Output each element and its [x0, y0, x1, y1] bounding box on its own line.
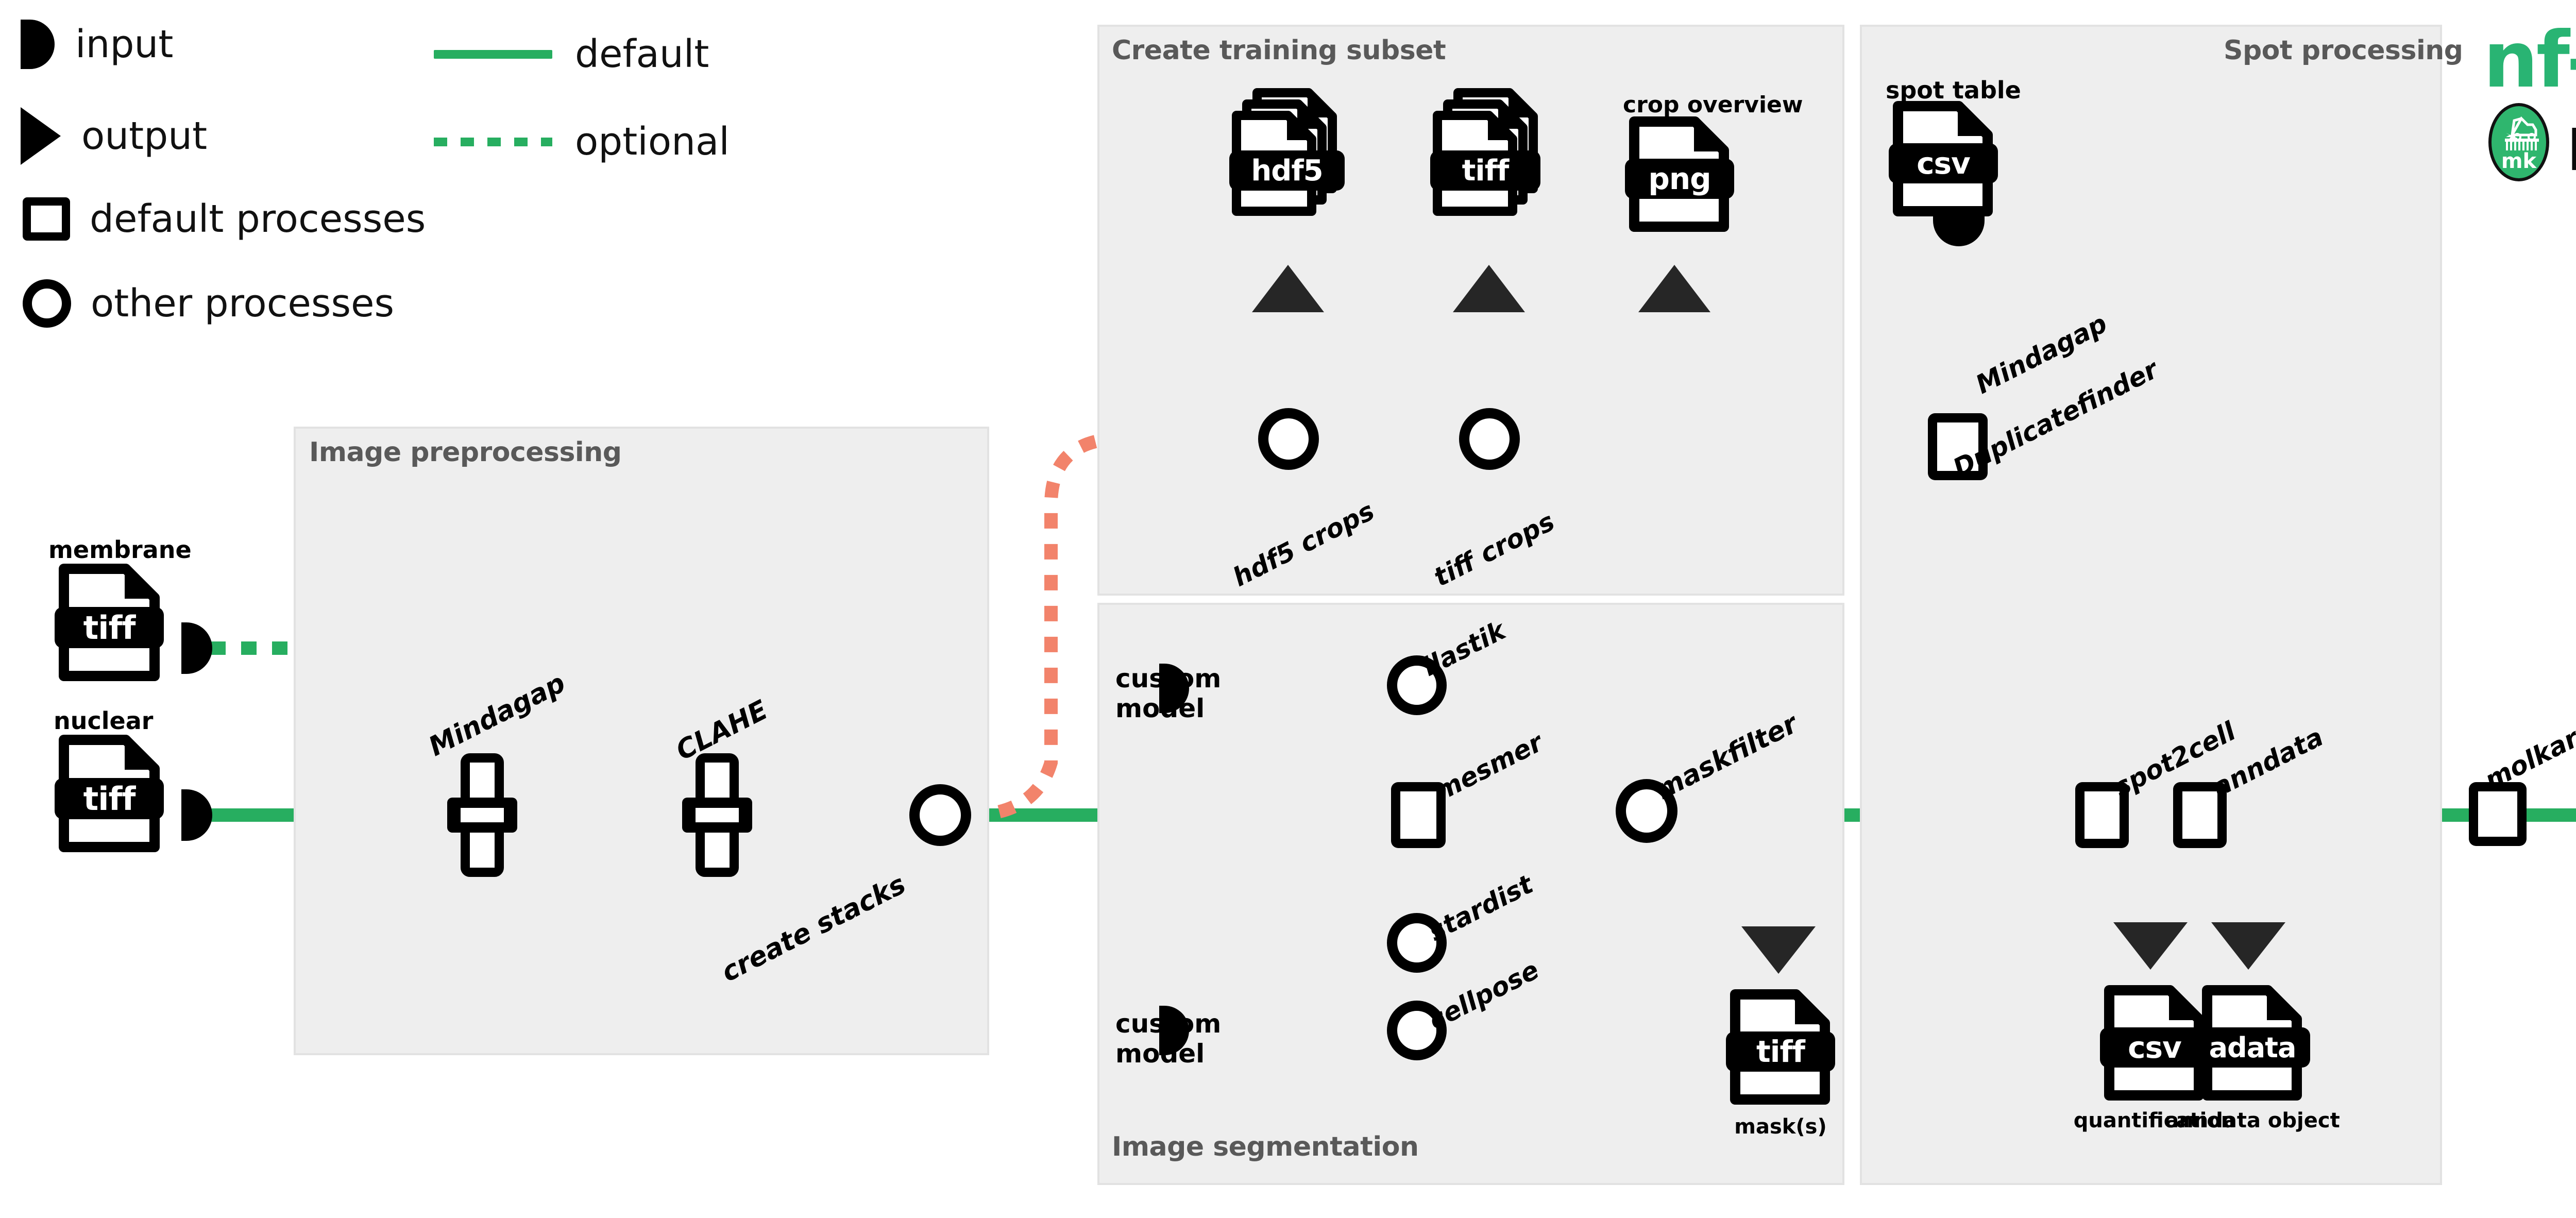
process-molkartqc[interactable] [2469, 782, 2527, 846]
legend-item-default-processes: default processes [23, 197, 426, 241]
output-caption-anndata-object: anndata object [2165, 1109, 2340, 1132]
legend-label-other-processes: other processes [91, 281, 395, 326]
legend-item-optional-line: optional [434, 120, 730, 164]
legend-item-other-processes: other processes [23, 279, 394, 328]
molkart-badge: mk [2488, 103, 2549, 181]
input-caption-spot-table: spot table [1886, 76, 2021, 104]
logo-line-2: molkart [2566, 99, 2576, 189]
logo-nfcore-text: nf-core [2483, 15, 2576, 105]
process-tiff-crops[interactable] [1459, 408, 1520, 470]
input-caption-nuclear: nuclear [54, 707, 154, 735]
legend-item-output: output [21, 107, 207, 165]
file-ext-tag: tiff [1726, 1031, 1835, 1072]
process-spot2cell[interactable] [2075, 782, 2129, 848]
file-ext-tag: png [1625, 159, 1734, 199]
output-symbol [21, 107, 61, 165]
output-arrow-tiff [1453, 265, 1525, 312]
file-ext-tag: tiff [55, 778, 164, 819]
file-icon-membrane-tiff: tiff [55, 563, 164, 682]
panel-image-segmentation [1097, 603, 1844, 1185]
process-mesmer[interactable] [1391, 782, 1446, 848]
dotted-line-symbol [434, 137, 552, 146]
logo-line-1: nf-core/ [2483, 15, 2576, 105]
output-arrow-quantification [2113, 922, 2188, 970]
legend-label-default-processes: default processes [90, 197, 426, 241]
output-caption-masks: mask(s) [1734, 1115, 1827, 1139]
file-ext-tag: csv [2100, 1027, 2209, 1068]
input-caption-membrane: membrane [48, 536, 192, 564]
output-arrow-png [1638, 265, 1710, 312]
molkart-badge-text: mk [2501, 149, 2537, 173]
panel-title-create-training-subset: Create training subset [1112, 35, 1446, 66]
lawn-mower-icon [2505, 116, 2539, 150]
panel-title-image-preprocessing: Image preprocessing [309, 437, 622, 468]
process-hdf5-crops[interactable] [1258, 408, 1319, 470]
output-caption-crop-overview: crop overview [1623, 92, 1803, 118]
file-ext-tag: hdf5 [1229, 150, 1345, 191]
process-clahe-waist-inner [696, 808, 739, 822]
process-mindagap-duplicatefinder[interactable] [1928, 413, 1988, 480]
legend-label-optional-line: optional [575, 120, 730, 164]
legend: input output default processes other pro… [0, 0, 876, 381]
legend-label-input: input [75, 22, 174, 66]
panel-title-image-segmentation: Image segmentation [1112, 1131, 1419, 1162]
file-icon-hdf5-crops: hdf5 [1229, 88, 1350, 216]
file-icon-crop-overview-png: png [1625, 116, 1734, 233]
legend-label-default-line: default [575, 32, 709, 76]
legend-label-output: output [81, 114, 208, 158]
input-symbol [21, 20, 55, 69]
file-ext-tag: tiff [55, 607, 164, 648]
output-arrow-masks [1741, 926, 1816, 974]
output-arrow-hdf5 [1252, 265, 1324, 312]
square-symbol [23, 197, 70, 241]
file-icon-tiff-crops: tiff [1430, 88, 1551, 216]
file-ext-tag: csv [1889, 143, 1998, 183]
process-mindagap-waist-inner [461, 808, 504, 822]
solid-line-symbol [434, 49, 552, 59]
process-cellpose[interactable] [1387, 1001, 1447, 1060]
output-arrow-anndata-object [2211, 922, 2285, 970]
legend-item-input: input [21, 20, 173, 69]
circle-symbol [23, 279, 71, 328]
panel-image-preprocessing [294, 427, 989, 1055]
file-icon-anndata-adata: adata [2195, 985, 2310, 1102]
panel-title-spot-processing: Spot processing [2224, 35, 2463, 66]
legend-item-default-line: default [434, 32, 709, 76]
process-anndata[interactable] [2173, 782, 2227, 848]
file-ext-tag: tiff [1430, 150, 1540, 191]
file-icon-nuclear-tiff: tiff [55, 734, 164, 853]
file-icon-quantification-csv: csv [2100, 985, 2209, 1102]
nf-core-logo: nf-core/ molkart mk [2483, 10, 2576, 189]
file-icon-masks-tiff: tiff [1726, 989, 1835, 1106]
file-icon-spot-table-csv: csv [1889, 101, 1998, 217]
file-ext-tag: adata [2195, 1027, 2310, 1068]
process-create-stacks[interactable] [909, 784, 971, 846]
output-caption-quantification: quantification [2073, 1109, 2236, 1132]
